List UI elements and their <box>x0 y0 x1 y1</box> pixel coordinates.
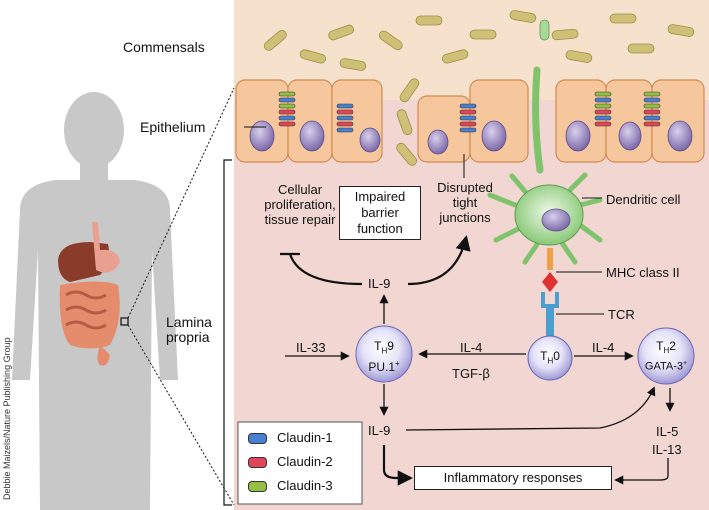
disrupted-tight-junctions-label: Disrupted tight junctions <box>437 180 493 225</box>
mhc-class-ii-label: MHC class II <box>606 265 680 280</box>
th2-cell-shape <box>637 327 695 385</box>
claudin-1-swatch <box>248 433 267 445</box>
tcr-label: TCR <box>608 307 635 322</box>
epithelium-label: Epithelium <box>140 119 206 135</box>
mhc-tcr-complex <box>541 248 559 338</box>
claudin-2-swatch <box>248 457 267 469</box>
nuclei <box>249 120 693 155</box>
pathway-arrows <box>244 126 675 486</box>
th9-cell-label: TH9 PU.1+ <box>368 339 400 375</box>
claudin-junctions <box>278 91 661 133</box>
legend: Claudin-1 Claudin-2 Claudin-3 <box>248 430 358 500</box>
legend-item-claudin-3: Claudin-3 <box>248 478 333 493</box>
il9-bottom-label: IL-9 <box>368 423 391 438</box>
il13-label: IL-13 <box>652 442 682 457</box>
il9-top-label: IL-9 <box>368 276 391 291</box>
tgf-beta-label: TGF-β <box>452 366 490 381</box>
th9-cell-shape <box>355 325 413 383</box>
claudin-3-swatch <box>248 481 267 493</box>
il33-label: IL-33 <box>296 340 326 355</box>
epithelial-cells <box>235 79 705 163</box>
th0-cell-shape <box>527 335 573 381</box>
legend-item-claudin-2: Claudin-2 <box>248 454 333 469</box>
credit-text: Debbie Maizels/Nature Publishing Group <box>2 337 12 500</box>
lamina-bracket <box>223 159 232 506</box>
zoom-box <box>120 317 129 326</box>
dendritic-cell-label: Dendritic cell <box>606 192 681 207</box>
inflammatory-responses-box: Inflammatory responses <box>414 466 612 490</box>
commensal-bacteria <box>263 10 695 166</box>
th0-cell-label: TH0 <box>540 349 560 366</box>
legend-item-claudin-1: Claudin-1 <box>248 430 333 445</box>
cellular-proliferation-label: Cellular proliferation, tissue repair <box>264 182 336 227</box>
il5-label: IL-5 <box>656 424 679 439</box>
il4-left-label: IL-4 <box>460 340 483 355</box>
impaired-barrier-box: Impaired barrier function <box>339 186 421 240</box>
dendritic-cell-shape <box>487 66 603 265</box>
digestive-organs-icon <box>58 222 120 366</box>
lamina-propria-label: Lamina propria <box>166 314 212 345</box>
commensals-label: Commensals <box>123 39 205 55</box>
il4-right-label: IL-4 <box>592 340 615 355</box>
th2-cell-label: TH2 GATA-3+ <box>644 339 688 373</box>
